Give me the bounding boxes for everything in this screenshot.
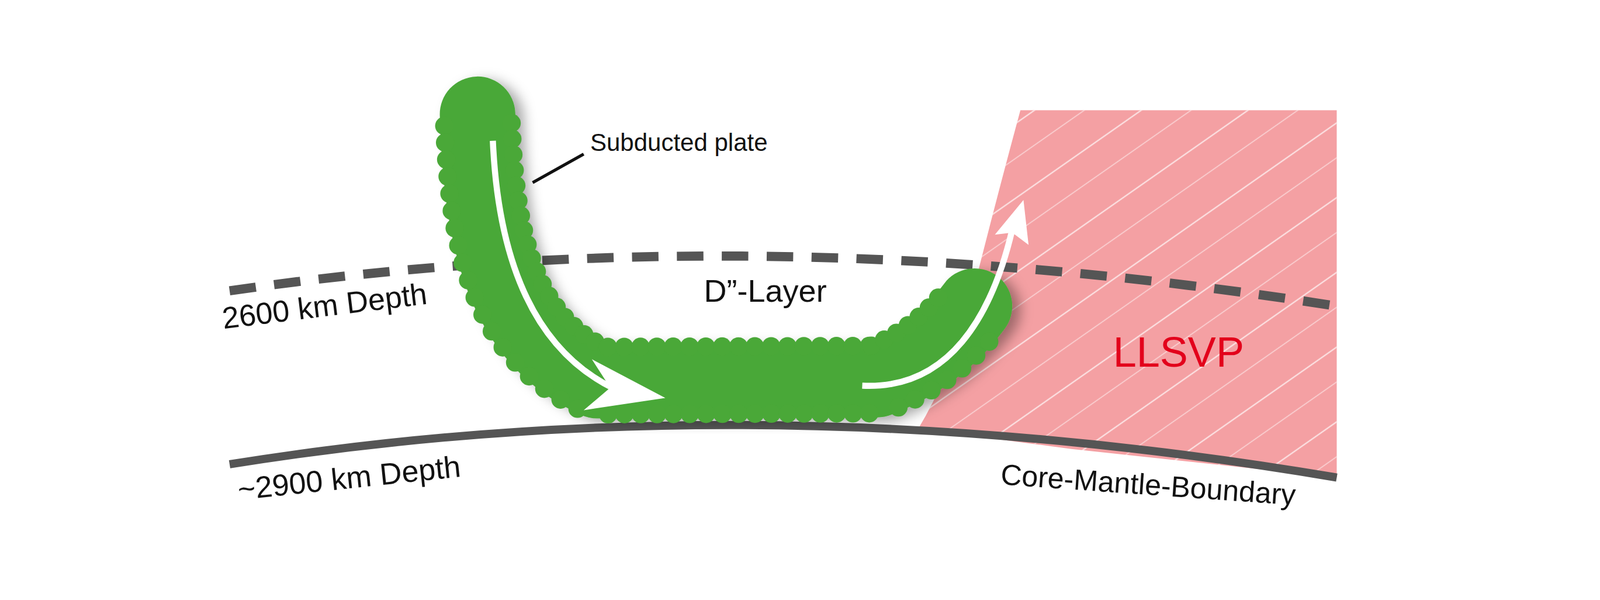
plate-bump bbox=[631, 404, 650, 423]
plate-bump bbox=[794, 403, 813, 422]
plate-bump bbox=[860, 403, 879, 422]
plate-bump bbox=[811, 403, 830, 422]
plate-bump bbox=[729, 404, 748, 423]
plate-bump bbox=[631, 337, 650, 356]
plate-bump bbox=[843, 403, 862, 422]
plate-bump bbox=[794, 336, 813, 355]
plate-bump bbox=[696, 337, 715, 356]
plate-bump bbox=[614, 337, 633, 356]
plate-bump bbox=[663, 337, 682, 356]
plate-bump bbox=[905, 389, 924, 408]
plate-bump bbox=[435, 133, 455, 152]
region-name: LLSVP bbox=[1113, 328, 1245, 376]
plate-bump bbox=[953, 358, 972, 377]
plate-bump bbox=[437, 150, 456, 169]
flow-arrow bbox=[862, 229, 1013, 386]
leader-line bbox=[532, 153, 584, 183]
plate-bump bbox=[493, 337, 512, 356]
plate-bump bbox=[506, 352, 525, 372]
plate-bump bbox=[745, 337, 764, 356]
plate-bump bbox=[664, 404, 683, 423]
plate-bump bbox=[889, 397, 908, 417]
plate-bump bbox=[762, 404, 781, 423]
flow-arrow bbox=[492, 140, 612, 388]
plate-bump bbox=[504, 145, 523, 164]
plate-bump bbox=[680, 404, 699, 423]
plate-bump bbox=[697, 404, 716, 423]
plate-bump bbox=[712, 337, 732, 356]
plate-bump bbox=[598, 337, 617, 356]
plate-bump bbox=[502, 113, 521, 133]
plate-bump bbox=[465, 288, 484, 307]
plate-bump bbox=[482, 321, 501, 341]
plate-bump bbox=[503, 129, 522, 148]
plate-bump bbox=[745, 404, 764, 423]
plate-bump bbox=[843, 336, 862, 355]
plate-bump bbox=[827, 336, 846, 355]
flow-arrow-head bbox=[995, 199, 1030, 245]
plate-bump bbox=[473, 305, 492, 324]
plate-bump bbox=[615, 404, 634, 424]
plate-bump bbox=[438, 167, 457, 186]
plate-bump bbox=[458, 270, 477, 289]
plate-bump bbox=[729, 337, 748, 356]
plate-bump bbox=[551, 389, 570, 408]
plate-bump bbox=[453, 253, 472, 272]
plate-bump bbox=[449, 236, 468, 255]
llsvp-region-node: LLSVP bbox=[1107, 323, 1250, 382]
plate-bump bbox=[442, 201, 461, 220]
flow-arrow-head bbox=[583, 358, 666, 410]
plate-bump bbox=[598, 404, 618, 424]
plate-bump bbox=[647, 337, 666, 356]
plate-bump bbox=[967, 345, 986, 365]
plate-bump bbox=[535, 379, 554, 398]
plate-bump bbox=[680, 337, 699, 356]
plate-bump bbox=[827, 403, 846, 422]
layer-label: D”-Layer bbox=[704, 273, 827, 308]
plate-bump bbox=[568, 399, 587, 418]
plate-bump bbox=[445, 218, 464, 237]
plate-bump bbox=[979, 332, 999, 351]
part-label: Subducted plate bbox=[590, 129, 768, 157]
plate-bump bbox=[778, 336, 797, 355]
plate-bump bbox=[648, 404, 667, 423]
plate-bump bbox=[712, 404, 732, 423]
plate-bump bbox=[440, 184, 459, 203]
plate-bump bbox=[937, 370, 957, 389]
plate-bump bbox=[520, 366, 539, 386]
plate-bump bbox=[929, 288, 948, 307]
plate-bump bbox=[811, 336, 830, 355]
plate-bump bbox=[922, 381, 941, 400]
plate-bump bbox=[778, 404, 797, 423]
plate-bump bbox=[435, 116, 454, 135]
plate-bump bbox=[762, 336, 781, 355]
